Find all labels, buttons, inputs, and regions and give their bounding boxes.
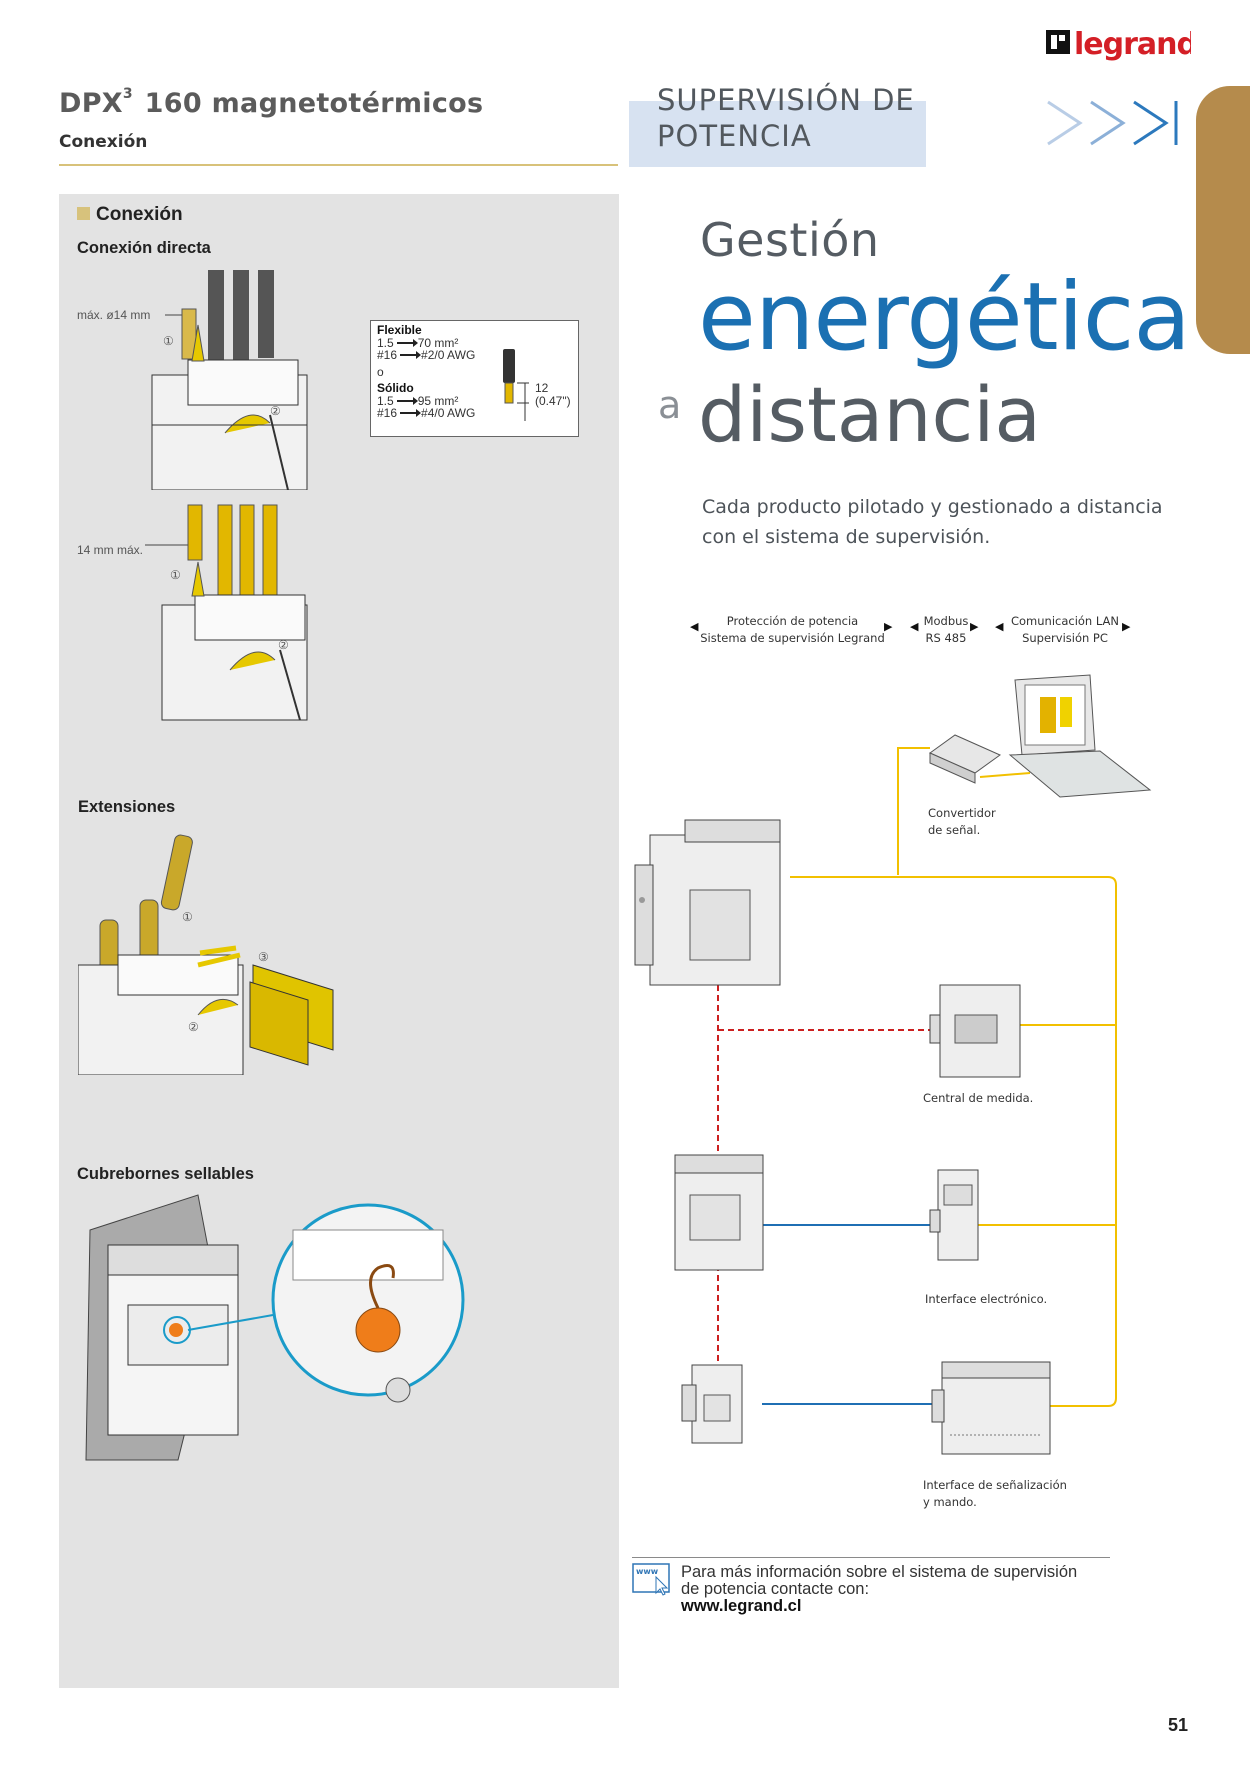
document-subtitle: Conexión (59, 132, 148, 152)
seal-cover-illustration (85, 1194, 465, 1461)
cable-strip-icon (503, 349, 529, 421)
heading-line-2: energética (698, 263, 1191, 372)
electronic-interface-icon (929, 1169, 979, 1261)
section-banner (629, 101, 926, 167)
step-3-marker: ③ (258, 950, 269, 964)
footer-info: Para más información sobre el sistema de… (681, 1563, 1078, 1615)
svg-text:legrand: legrand (1074, 27, 1191, 62)
legrand-logo: legrand (1046, 27, 1191, 62)
chevrons-icon (1047, 100, 1178, 146)
lan-link-converter (897, 747, 930, 875)
max-width-label: 14 mm máx. (77, 543, 144, 557)
www-icon: www (632, 1563, 670, 1596)
step-2-marker-3: ② (188, 1020, 199, 1034)
legend-lan: Comunicación LAN Supervisión PC (1010, 614, 1120, 645)
heading-line-3: distancia (698, 370, 1041, 459)
legend-modbus: Modbus RS 485 (923, 614, 969, 645)
network-diagram (634, 674, 1152, 1455)
side-tab (1196, 86, 1250, 354)
heading-line-1: Gestión (700, 213, 880, 267)
electronic-interface-label: Interface electrónico. (925, 1292, 1048, 1306)
section-label: SUPERVISIÓN DE POTENCIA (657, 83, 915, 153)
mccb-icon (674, 1154, 764, 1271)
heading-prefix: a (658, 383, 682, 427)
lan-link-laptop (979, 772, 1031, 778)
page-number: 51 (1168, 1715, 1189, 1735)
svg-text:www: www (636, 1567, 659, 1576)
power-breaker-icon (634, 819, 781, 986)
step-1-marker-3: ① (182, 910, 193, 924)
legend-arrow-right: ▶ (884, 620, 893, 633)
solid-label: Sólido (377, 381, 414, 395)
seal-covers-label: Cubrebornes sellables (77, 1165, 254, 1183)
legend-arrow-right-2: ▶ (970, 620, 979, 633)
legend-power: Protección de potencia Sistema de superv… (700, 614, 885, 645)
legend-arrow-left: ◀ (690, 620, 699, 633)
signalling-interface-icon (931, 1361, 1051, 1455)
direct-connection-label: Conexión directa (77, 239, 211, 257)
flexible-label: Flexible (377, 323, 422, 337)
lan-bus (790, 876, 1117, 1407)
legend-arrow-left-2: ◀ (910, 620, 919, 633)
signalling-interface-label: Interface de señalización y mando. (923, 1478, 1067, 1509)
footer-divider (632, 1557, 1110, 1558)
document-title: DPX3 160 magnetotérmicos (59, 86, 484, 119)
converter-label: Convertidor de señal. (928, 806, 996, 837)
extensions-label: Extensiones (78, 798, 176, 816)
step-1-marker-2: ① (170, 568, 181, 582)
max-diameter-label: máx. ø14 mm (77, 308, 151, 322)
signal-converter-icon (929, 734, 1001, 784)
step-1-marker: ① (163, 334, 174, 348)
extensions-illustration (78, 834, 334, 1075)
measurement-central-icon (929, 984, 1021, 1078)
breaker-bar-illustration (145, 504, 308, 721)
footer-url[interactable]: www.legrand.cl (681, 1597, 802, 1615)
meter-label: Central de medida. (923, 1091, 1034, 1105)
intro-text: Cada producto pilotado y gestionado a di… (702, 496, 1163, 548)
laptop-icon (1008, 674, 1152, 798)
breaker-cable-illustration (151, 270, 308, 490)
connection-heading: Conexión (77, 204, 183, 226)
legend-arrow-right-3: ▶ (1122, 620, 1131, 633)
step-2-marker: ② (270, 404, 281, 418)
step-2-marker-2: ② (278, 638, 289, 652)
legend-arrow-left-3: ◀ (995, 620, 1004, 633)
header-divider (59, 164, 618, 166)
modular-breaker-icon (681, 1364, 743, 1444)
